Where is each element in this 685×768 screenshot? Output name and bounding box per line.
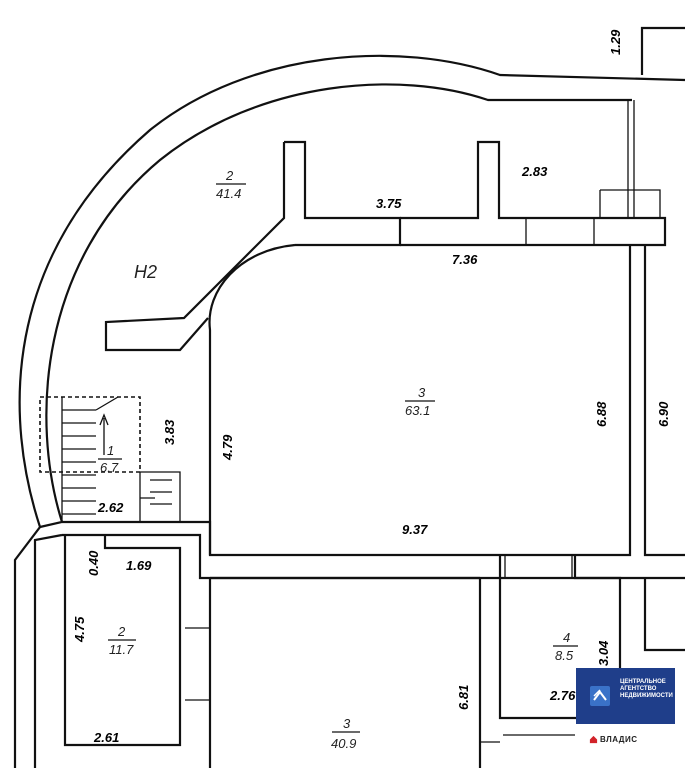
dim-6-88: 6.88: [594, 401, 609, 427]
brand-house-icon: [589, 735, 598, 744]
stair-arrow: [99, 413, 155, 499]
room-1-stair-number: 1: [107, 443, 114, 458]
logo-line-2: АГЕНТСТВО: [620, 686, 657, 692]
brand-name: ВЛАДИС: [600, 735, 638, 744]
right-room-wall: [643, 245, 685, 557]
room-3-main-inner: [104, 142, 286, 352]
right-lower-wall: [643, 578, 685, 652]
room-1-stair-area: 6.7: [100, 460, 119, 475]
dim-2-76: 2.76: [549, 688, 576, 703]
dim-7-36: 7.36: [452, 252, 478, 267]
agency-logo-text: ЦЕНТРАЛЬНОЕ АГЕНТСТВО НЕДВИЖИМОСТИ: [620, 679, 673, 700]
dim-3-75: 3.75: [376, 196, 402, 211]
dim-6-81: 6.81: [456, 685, 471, 710]
vertical-shaft-1: [627, 100, 635, 218]
room-3-main-area: 63.1: [405, 403, 430, 418]
stair-room-bottom-wall: [62, 520, 212, 555]
logo-line-3: НЕДВИЖИМОСТИ: [620, 693, 673, 699]
dim-4-79: 4.79: [220, 434, 235, 461]
top-right-wall: [640, 26, 685, 75]
dim-1-29: 1.29: [608, 29, 623, 55]
logo-line-1: ЦЕНТРАЛЬНОЕ: [620, 679, 666, 685]
dim-2-62: 2.62: [97, 500, 124, 515]
room-3-bottom-door: [480, 734, 575, 743]
dim-0-40: 0.40: [86, 550, 101, 576]
room-2-left-inner: [185, 627, 210, 701]
room-3-main-number: 3: [418, 385, 426, 400]
room-3-bottom-walls: [208, 576, 575, 768]
dim-1-69: 1.69: [126, 558, 152, 573]
dim-3-04: 3.04: [596, 640, 611, 666]
room-3-main-walls: [208, 243, 632, 557]
room-3-main-wall-2: [284, 140, 402, 247]
room-1-stair-dashed: [39, 396, 141, 473]
room-2-left-number: 2: [117, 624, 126, 639]
dim-6-90: 6.90: [656, 401, 671, 427]
inner-curved-wall: [39, 83, 632, 529]
door-marks-top: [525, 189, 661, 245]
outer-wall-left-lower: [33, 533, 63, 768]
room-2-left-walls: [63, 535, 182, 747]
room-2-top-area: 41.4: [216, 186, 241, 201]
dim-2-83: 2.83: [521, 164, 548, 179]
room-4-area: 8.5: [555, 648, 574, 663]
corridor-top-wall: [400, 140, 667, 247]
stair-steps: [61, 396, 181, 522]
outer-curved-wall: [13, 54, 685, 768]
agency-logo-mark-icon: [590, 686, 610, 706]
dim-2-61: 2.61: [93, 730, 119, 745]
room-3-bottom-area: 40.9: [331, 736, 356, 751]
dim-9-37: 9.37: [402, 522, 428, 537]
dim-4-75: 4.75: [72, 616, 87, 643]
room-3-bottom-number: 3: [343, 716, 351, 731]
room-2-top-number: 2: [225, 168, 234, 183]
corridor-band: [62, 533, 685, 580]
room-4-number: 4: [563, 630, 570, 645]
agency-logo: ЦЕНТРАЛЬНОЕ АГЕНТСТВО НЕДВИЖИМОСТИ: [576, 668, 675, 724]
corridor-door-left: [504, 555, 573, 578]
room-2-left-area: 11.7: [109, 642, 134, 657]
h2-marker: Н2: [134, 262, 157, 282]
dim-3-83: 3.83: [162, 419, 177, 445]
